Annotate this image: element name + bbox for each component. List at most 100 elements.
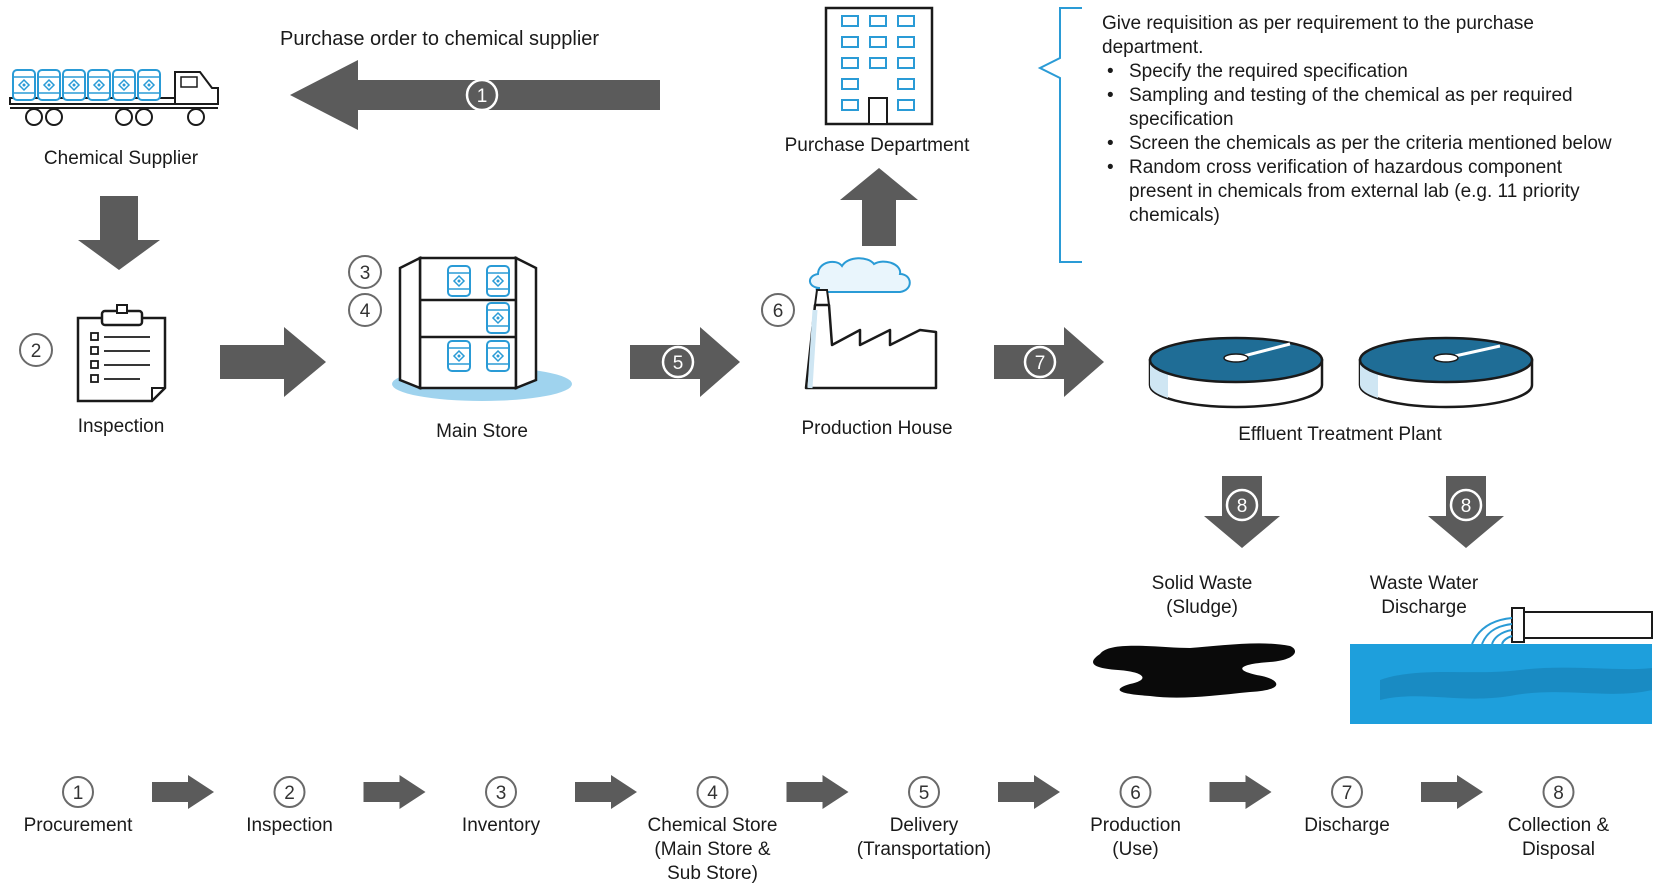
stage-badge-1: 1 <box>62 776 94 808</box>
stage-label-line: (Transportation) <box>856 839 992 860</box>
arrow-inspection-to-store <box>220 327 326 397</box>
stage-badge-circle <box>1542 776 1575 808</box>
requisition-note: Give requisition as per requirement to t… <box>1102 12 1622 228</box>
badge-4: 4 <box>348 293 382 327</box>
waste-water-label-line2: Discharge <box>1381 597 1467 618</box>
stage-label-line: Delivery <box>889 815 959 836</box>
etp-label: Effluent Treatment Plant <box>1238 424 1442 445</box>
stage-label-2: Inspection <box>246 814 333 838</box>
svg-text:5: 5 <box>673 353 684 374</box>
water-discharge-icon <box>1350 607 1653 724</box>
badge-3: 3 <box>348 255 382 289</box>
badge-6: 6 <box>761 293 795 327</box>
stage-row: 1 2 3 4 5 6 7 8 <box>62 775 1575 809</box>
stage-arrow <box>1421 775 1483 809</box>
etp-tanks-icon <box>1148 336 1534 409</box>
note-bullet: Random cross verification of hazardous c… <box>1107 156 1622 228</box>
stage-label-line: (Use) <box>1112 839 1159 860</box>
truck-icon <box>9 69 219 126</box>
stage-label-line: (Main Store & <box>654 839 771 860</box>
production-house-label: Production House <box>801 418 953 439</box>
badge-1: 1 <box>465 78 499 112</box>
svg-text:8: 8 <box>1461 496 1472 517</box>
arrow-supplier-to-inspection <box>78 196 160 270</box>
svg-text:4: 4 <box>360 301 371 322</box>
svg-text:8: 8 <box>1237 496 1248 517</box>
stage-label-line: Procurement <box>23 815 133 836</box>
stage-label-line: Production <box>1090 815 1181 836</box>
stage-badge-number: 4 <box>707 783 718 804</box>
solid-waste-label-line2: (Sludge) <box>1166 597 1238 618</box>
stage-label-4: Chemical Store(Main Store &Sub Store) <box>648 814 778 886</box>
stage-badge-number: 6 <box>1130 783 1141 804</box>
stage-arrow <box>998 775 1060 809</box>
stage-arrow <box>575 775 637 809</box>
badge-5: 5 <box>661 345 695 379</box>
solid-waste-label: Solid Waste (Sludge) <box>1152 572 1253 620</box>
stage-badge-circle <box>696 776 729 808</box>
svg-text:6: 6 <box>773 301 784 322</box>
building-icon <box>824 6 934 126</box>
stage-badge-circle <box>273 776 306 808</box>
stage-badge-number: 7 <box>1342 783 1353 804</box>
stage-arrow <box>363 775 426 809</box>
stage-badge-6: 6 <box>1119 776 1152 808</box>
purchase-department-label: Purchase Department <box>784 135 970 156</box>
stage-label-7: Discharge <box>1304 814 1390 838</box>
stage-arrow <box>1209 775 1272 809</box>
badge-7: 7 <box>1023 345 1057 379</box>
stage-label-6: Production (Use) <box>1090 814 1181 862</box>
arrow-purchase-order <box>290 60 660 130</box>
arrow-etp-to-waste-water <box>1428 476 1504 548</box>
stage-badge-7: 7 <box>1331 776 1363 808</box>
stage-label-line: Inventory <box>461 815 541 836</box>
stage-label-line: Discharge <box>1304 815 1390 836</box>
arrow-etp-to-solid-waste <box>1204 476 1280 548</box>
svg-text:3: 3 <box>360 263 371 284</box>
badge-8-solid: 8 <box>1225 488 1259 522</box>
svg-text:7: 7 <box>1035 353 1046 374</box>
waste-water-label: Waste Water Discharge <box>1370 572 1478 620</box>
waste-water-label-line1: Waste Water <box>1369 573 1479 594</box>
arrow-production-to-purchase <box>840 168 918 246</box>
stage-badge-8: 8 <box>1542 776 1575 808</box>
stage-label-1: Procurement <box>24 814 133 838</box>
stage-badge-number: 1 <box>73 783 84 804</box>
note-bullet: Screen the chemicals as per the criteria… <box>1107 132 1622 156</box>
stage-badge-number: 8 <box>1553 783 1564 804</box>
svg-text:2: 2 <box>31 341 42 362</box>
stage-badge-4: 4 <box>696 776 729 808</box>
note-bullet: Specify the required specification <box>1107 60 1622 84</box>
chemical-supplier-label: Chemical Supplier <box>43 148 199 169</box>
stage-badge-number: 2 <box>284 783 295 804</box>
stage-badge-number: 5 <box>919 783 930 804</box>
svg-text:1: 1 <box>477 86 488 107</box>
stage-label-3: Inventory <box>462 814 540 838</box>
clipboard-icon <box>76 304 167 403</box>
stage-badge-circle <box>1331 776 1363 808</box>
main-store-label: Main Store <box>436 421 528 442</box>
badge-2: 2 <box>19 333 53 367</box>
stage-label-line: Chemical Store <box>647 815 778 836</box>
stage-arrow <box>152 775 214 809</box>
arrow-store-to-production <box>630 327 740 397</box>
stage-badge-3: 3 <box>485 776 517 808</box>
requisition-note-bullets: Specify the required specification Sampl… <box>1102 60 1622 228</box>
arrow-production-to-etp <box>994 327 1104 397</box>
solid-waste-label-line1: Solid Waste <box>1151 573 1253 594</box>
stage-badge-number: 3 <box>496 783 507 804</box>
cabinet-icon <box>392 255 572 401</box>
stage-label-line: Inspection <box>246 815 333 836</box>
requisition-note-intro: Give requisition as per requirement to t… <box>1102 13 1534 58</box>
stage-label-5: Delivery (Transportation) <box>857 814 991 862</box>
stage-label-line: Disposal <box>1522 839 1595 860</box>
stage-label-8: Collection &Disposal <box>1508 814 1609 862</box>
note-brace <box>1037 7 1082 263</box>
stage-badge-circle <box>1119 776 1152 808</box>
stage-badge-circle <box>908 776 940 808</box>
stage-arrow <box>786 775 849 809</box>
inspection-label: Inspection <box>77 416 165 437</box>
stage-badge-5: 5 <box>908 776 940 808</box>
